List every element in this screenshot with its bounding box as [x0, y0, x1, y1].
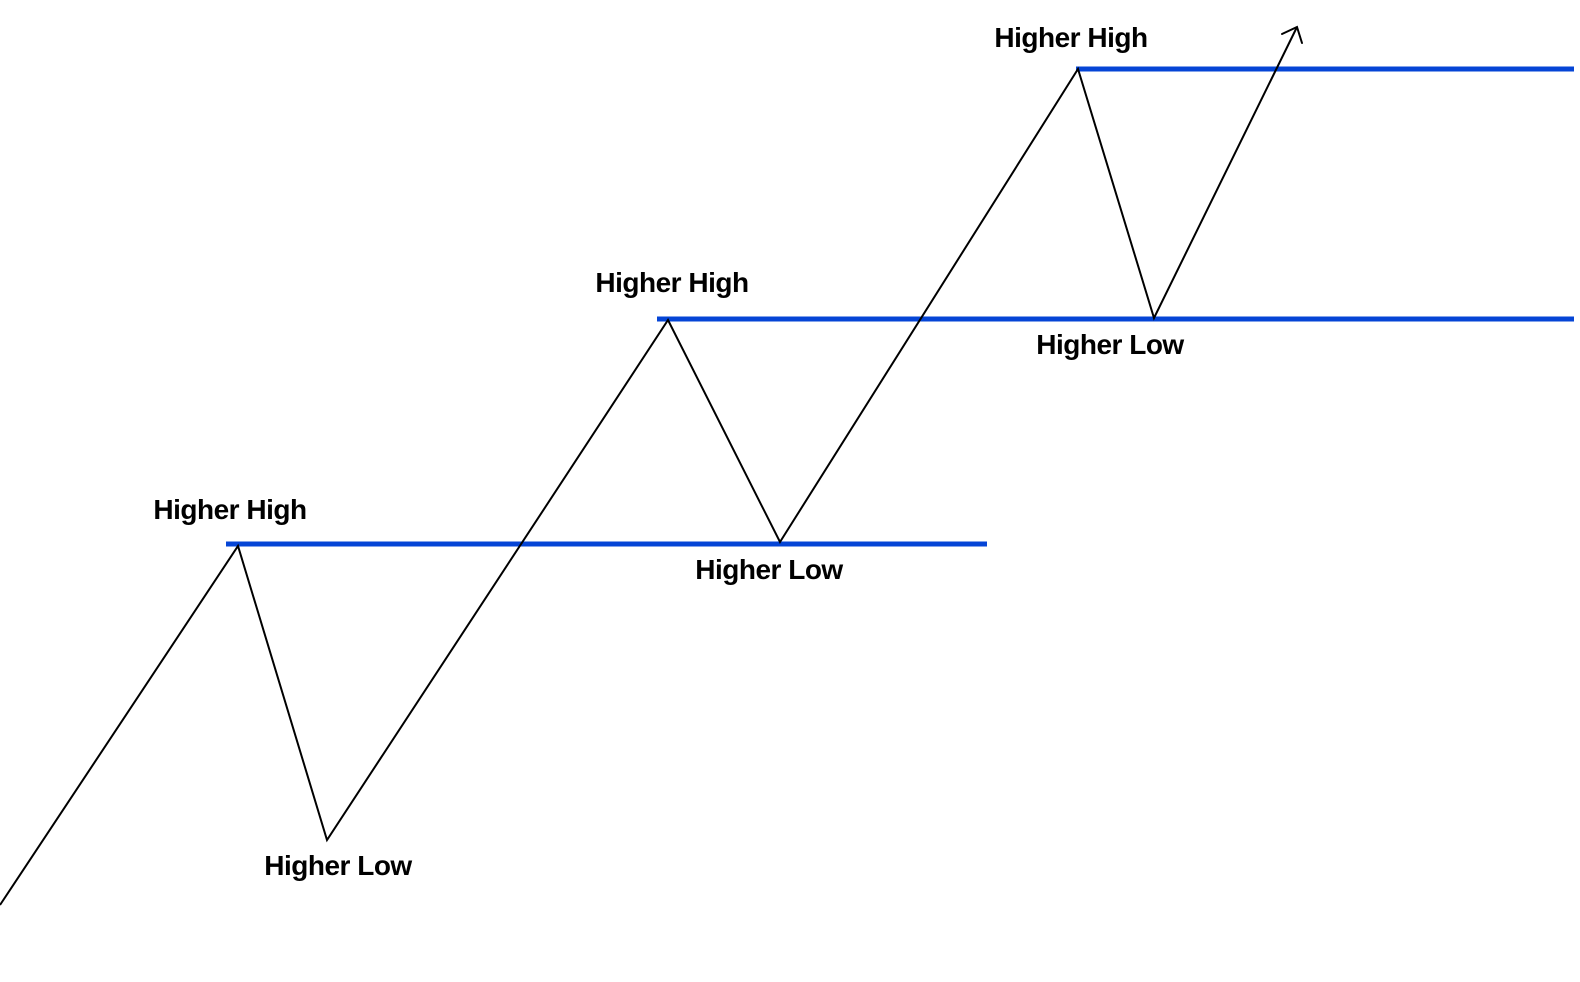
- higher-high-label-2: Higher High: [595, 267, 748, 298]
- higher-high-label-3: Higher High: [994, 22, 1147, 53]
- higher-high-label-1: Higher High: [153, 494, 306, 525]
- price-zigzag-line: [0, 26, 1298, 906]
- higher-low-label-1: Higher Low: [264, 850, 412, 881]
- trend-arrow-head-icon: [1281, 25, 1303, 44]
- higher-low-label-2: Higher Low: [695, 554, 843, 585]
- higher-low-label-3: Higher Low: [1036, 329, 1184, 360]
